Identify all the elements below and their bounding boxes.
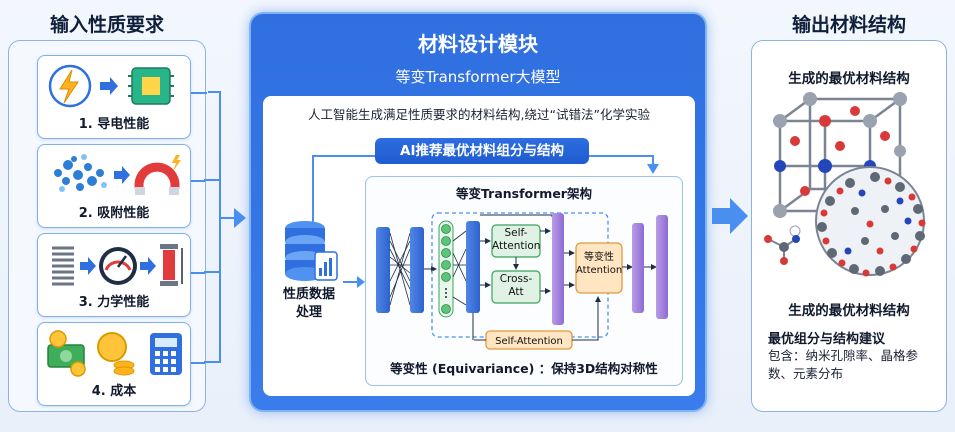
output-arrow <box>712 198 748 234</box>
self-attention-line: Self- <box>504 227 528 239</box>
output-column-title: 输出材料结构 <box>791 14 906 36</box>
generated-structure-caption: 生成的最优材料结构 <box>788 303 910 319</box>
mechanics-icon <box>52 244 183 286</box>
recommendation-flow-arrow <box>312 155 659 226</box>
module-content: 人工智能生成满足性质要求的材料结构,绕过“试错法”化学实验 AI推荐最优材料组分… <box>263 96 695 396</box>
advice-body: 包含：纳米孔隙率、晶格参数、元素分布 <box>768 348 919 381</box>
output-structure-panel: 生成的最优材料结构 <box>751 40 947 412</box>
requirement-card-adsorption[interactable]: 2. 吸附性能 <box>37 144 191 228</box>
bottom-self-attention-block: Self-Attention <box>495 336 563 347</box>
adsorption-icon <box>54 154 181 195</box>
transformer-architecture-box: 等变Transformer架构 <box>365 176 683 386</box>
architecture-diagram <box>376 212 668 350</box>
equivariance-note: 等变性 (Equivariance) ：保持3D结构对称性 <box>390 361 658 376</box>
ai-recommendation-banner: AI推荐最优材料组分与结构 <box>375 138 589 164</box>
equivariant-attention-block: 等变性 Attention <box>576 251 622 277</box>
requirement-label: 2. 吸附性能 <box>78 206 150 221</box>
module-subtitle: 等变Transformer大模型 <box>395 68 561 86</box>
requirement-label: 1. 导电性能 <box>78 117 150 132</box>
requirement-card-conductivity[interactable]: 1. 导电性能 <box>37 55 191 139</box>
requirement-card-mechanics[interactable]: 3. 力学性能 <box>37 233 191 317</box>
requirements-connectors <box>191 92 207 364</box>
data-label-line: 性质数据 <box>282 287 335 302</box>
cross-attention-line: Cross- <box>499 273 533 285</box>
material-design-module: 材料设计模块 等变Transformer大模型 人工智能生成满足性质要求的材料结… <box>249 12 707 412</box>
cross-attention-line: Att <box>508 286 524 298</box>
data-to-arch-arrow <box>343 276 365 288</box>
input-merge-connector <box>204 91 246 363</box>
cost-icon <box>47 330 182 377</box>
cross-attention-block: Cross- Att <box>492 273 540 299</box>
equivariant-attention-line: 等变性 <box>584 252 614 263</box>
requirement-label: 3. 力学性能 <box>78 295 150 310</box>
generated-structure-title: 生成的最优材料结构 <box>788 71 910 87</box>
crystal-structure-image <box>764 92 926 277</box>
data-label-line: 处理 <box>295 305 322 320</box>
input-requirements-panel: 1. 导电性能 2. 吸附性能 <box>8 40 207 412</box>
self-attention-block: Self- Attention <box>492 227 540 253</box>
conductivity-icon <box>48 64 174 108</box>
architecture-title: 等变Transformer架构 <box>456 186 592 201</box>
requirement-label: 4. 成本 <box>91 384 137 399</box>
module-description: 人工智能生成满足性质要求的材料结构,绕过“试错法”化学实验 <box>308 107 650 122</box>
input-column-title: 输入性质要求 <box>49 14 164 36</box>
module-title: 材料设计模块 <box>418 32 538 56</box>
database-icon <box>285 221 338 281</box>
property-data-processing-label: 性质数据 处理 <box>269 286 349 322</box>
equivariant-attention-line: Attention <box>576 265 623 276</box>
requirement-card-cost[interactable]: 4. 成本 <box>37 322 191 406</box>
advice-title: 最优组分与结构建议 <box>768 332 886 347</box>
self-attention-line: Attention <box>492 240 541 252</box>
